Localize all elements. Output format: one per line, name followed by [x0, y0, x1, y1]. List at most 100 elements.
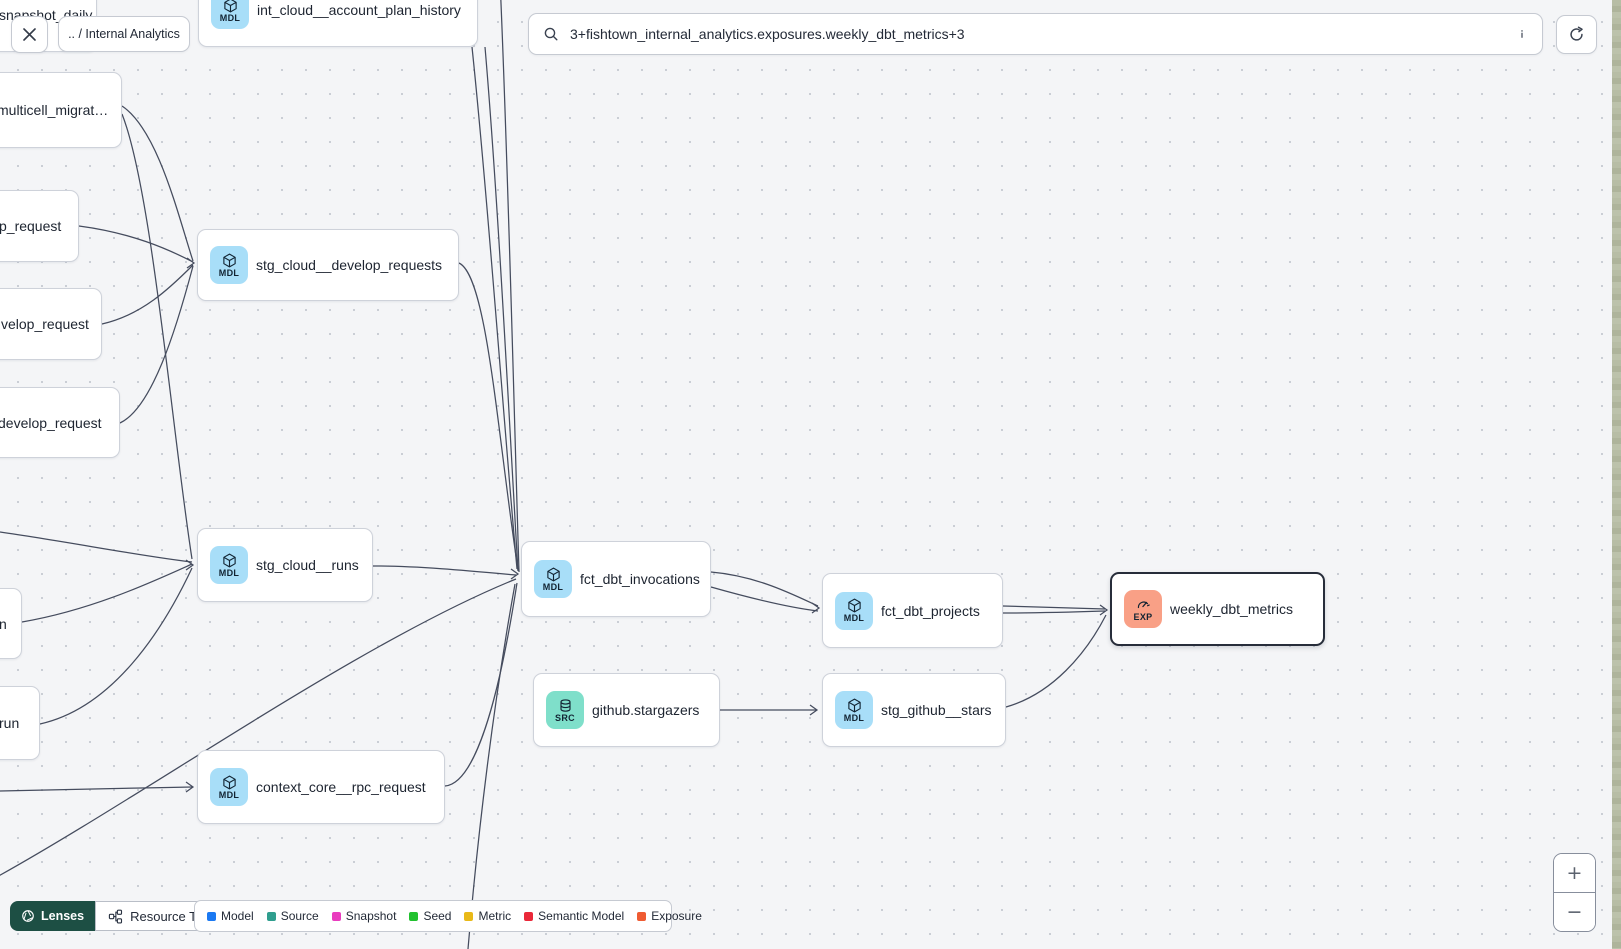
edge: [1005, 614, 1107, 708]
node-stg-cloud-runs[interactable]: MDL stg_cloud__runs: [197, 528, 373, 602]
model-cube-icon: [847, 698, 862, 713]
arrowhead: [185, 781, 195, 793]
close-button[interactable]: [11, 16, 48, 53]
node-label: velop_request: [1, 316, 89, 332]
legend-item-model: Model: [207, 909, 254, 923]
node-cut-left-1[interactable]: MDL n: [0, 588, 22, 659]
edge: [484, 46, 519, 572]
legend-item-metric: Metric: [464, 909, 511, 923]
source-swatch: [266, 911, 276, 921]
edge: [710, 571, 819, 607]
edge: [372, 565, 517, 576]
node-label: weekly_dbt_metrics: [1170, 601, 1293, 617]
edge: [121, 113, 193, 560]
semantic-model-swatch: [524, 911, 534, 921]
edge: [1002, 610, 1106, 614]
model-badge: MDL: [210, 768, 248, 806]
exposure-swatch: [637, 911, 647, 921]
node-label: int_cloud__account_plan_history: [257, 2, 461, 18]
node-label: fct_dbt_invocations: [580, 571, 700, 587]
edge: [39, 567, 193, 725]
node-github-stargazers[interactable]: SRC github.stargazers: [533, 673, 720, 747]
node-fct-dbt-invocations[interactable]: MDL fct_dbt_invocations: [521, 541, 711, 617]
legend-item-snapshot: Snapshot: [331, 909, 396, 923]
model-cube-icon: [546, 567, 561, 582]
node-develop-request-1[interactable]: MDL p_request: [0, 190, 79, 262]
info-icon[interactable]: [1514, 26, 1530, 42]
snapshot-swatch: [331, 911, 341, 921]
node-label: multicell_migrat…: [0, 102, 109, 118]
edge: [1002, 605, 1106, 610]
edge: [121, 105, 194, 262]
resource-type-icon: [108, 909, 123, 923]
edge: [500, 0, 520, 573]
zoom-in-button[interactable]: +: [1554, 854, 1595, 892]
lenses-aperture-icon: [22, 910, 34, 922]
node-stg-github-stars[interactable]: MDL stg_github__stars: [822, 673, 1006, 747]
edge: [0, 786, 193, 792]
node-label: stg_cloud__runs: [256, 557, 359, 573]
node-cut-left-2[interactable]: MDL run: [0, 686, 40, 760]
resource-type-legend: Model Source Snapshot Seed Metric Semant…: [194, 900, 702, 932]
zoom-out-button[interactable]: −: [1554, 893, 1595, 931]
arrowhead: [811, 602, 821, 614]
model-cube-icon: [222, 553, 237, 568]
breadcrumb-label: .. / Internal Analytics: [68, 27, 180, 41]
arrowhead: [510, 568, 520, 580]
model-badge: MDL: [210, 246, 248, 284]
arrowhead: [1099, 604, 1109, 616]
search-icon: [544, 27, 558, 41]
node-multicell-migration[interactable]: MDL multicell_migrat…: [0, 72, 122, 148]
node-develop-request-3[interactable]: MDL develop_request: [0, 387, 120, 458]
model-cube-icon: [222, 253, 237, 268]
breadcrumb[interactable]: .. / Internal Analytics: [58, 16, 190, 52]
arrowhead: [185, 559, 195, 571]
node-int-cloud-account-plan-history[interactable]: MDL int_cloud__account_plan_history: [198, 0, 478, 47]
legend-item-semantic-model: Semantic Model: [524, 909, 624, 923]
legend-item-source: Source: [266, 909, 319, 923]
edge: [0, 531, 193, 563]
node-label: stg_cloud__develop_requests: [256, 257, 443, 273]
exposure-badge: EXP: [1124, 590, 1162, 628]
metric-swatch: [464, 911, 474, 921]
edge: [78, 225, 194, 263]
edge: [471, 46, 518, 570]
zoom-divider: [1554, 892, 1595, 893]
edge: [710, 586, 819, 612]
node-label: stg_github__stars: [881, 702, 992, 718]
node-label: p_request: [0, 218, 62, 234]
edge: [119, 265, 194, 424]
node-label: run: [0, 715, 20, 731]
node-fct-dbt-projects[interactable]: MDL fct_dbt_projects: [822, 573, 1003, 648]
arrowhead: [186, 257, 196, 269]
node-develop-request-2[interactable]: MDL velop_request: [0, 288, 102, 360]
node-label: n: [0, 615, 7, 632]
model-badge: MDL: [534, 560, 572, 598]
refresh-button[interactable]: [1556, 15, 1597, 54]
zoom-controls: + −: [1553, 853, 1596, 932]
model-badge: MDL: [835, 591, 873, 630]
node-stg-cloud-develop-requests[interactable]: MDL stg_cloud__develop_requests: [197, 229, 459, 301]
node-label: develop_request: [0, 414, 102, 431]
model-badge: MDL: [211, 0, 249, 29]
edge: [101, 264, 194, 325]
lenses-label: Lenses: [41, 909, 85, 923]
model-swatch: [207, 911, 216, 921]
lenses-button[interactable]: Lenses: [10, 901, 96, 931]
seed-swatch: [409, 911, 419, 921]
legend-item-seed: Seed: [409, 909, 451, 923]
search-input[interactable]: [568, 25, 1514, 43]
model-badge: MDL: [835, 691, 873, 729]
model-cube-icon: [222, 775, 237, 790]
search-bar[interactable]: [528, 13, 1543, 55]
node-context-core-rpc-request[interactable]: MDL context_core__rpc_request: [197, 750, 445, 824]
node-label: github.stargazers: [592, 702, 700, 718]
model-cube-icon: [223, 0, 238, 13]
source-database-icon: [558, 698, 573, 713]
legend-item-exposure: Exposure: [637, 909, 702, 923]
model-badge: MDL: [210, 546, 248, 584]
refresh-icon: [1570, 26, 1583, 41]
node-weekly-dbt-metrics[interactable]: EXP weekly_dbt_metrics: [1110, 572, 1325, 646]
